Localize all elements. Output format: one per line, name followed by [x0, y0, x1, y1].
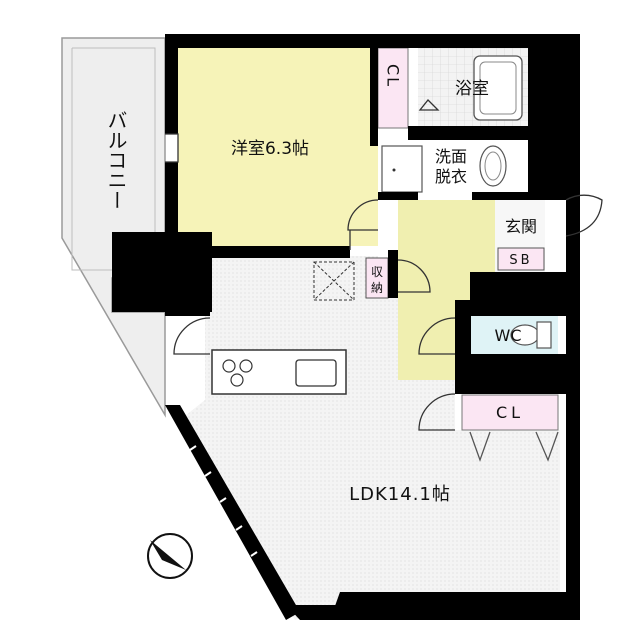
- western-room-label: 洋室6.3帖: [231, 139, 309, 159]
- bathtub: [473, 55, 523, 121]
- washing-machine-pan: [381, 145, 423, 193]
- drain-icon: [392, 168, 396, 172]
- kitchen-sink-icon: [295, 359, 337, 387]
- washroom-label-line1: 洗面: [435, 147, 467, 166]
- storage-label-line1: 収: [371, 265, 383, 279]
- closet-top: [377, 47, 409, 129]
- storage-label-line2: 納: [371, 281, 383, 295]
- washroom-label-line2: 脱衣: [435, 167, 467, 186]
- closet-top-label: CL: [384, 64, 403, 88]
- entrance-label: 玄関: [505, 217, 537, 236]
- burner-icon: [222, 359, 236, 373]
- closet-bottom-label: CL: [496, 403, 524, 422]
- shoe-box: [497, 247, 545, 271]
- western-room: [178, 48, 378, 246]
- burner-icon: [230, 373, 244, 387]
- north-arrow-icon: [147, 533, 193, 579]
- closet-bottom: [461, 394, 559, 431]
- toilet-label: WC: [495, 326, 522, 345]
- shoe-box-label: SB: [509, 253, 532, 268]
- bathtub-inner: [479, 61, 517, 115]
- window: [189, 445, 258, 557]
- kitchen-counter: [211, 349, 347, 395]
- fridge-space: [313, 261, 355, 301]
- bathroom-label: 浴室: [455, 79, 489, 99]
- walls: [112, 34, 580, 620]
- doors: [165, 99, 603, 431]
- balcony-label: バルコニー: [104, 110, 128, 210]
- ldk-label: LDK14.1帖: [349, 484, 451, 505]
- ldk-floor: [180, 256, 560, 620]
- sink-basin-icon: [479, 145, 507, 187]
- hallway: [398, 200, 495, 380]
- balcony: バルコニー: [61, 37, 166, 418]
- burner-icon: [239, 359, 253, 373]
- closet-door-arrows: [469, 431, 559, 462]
